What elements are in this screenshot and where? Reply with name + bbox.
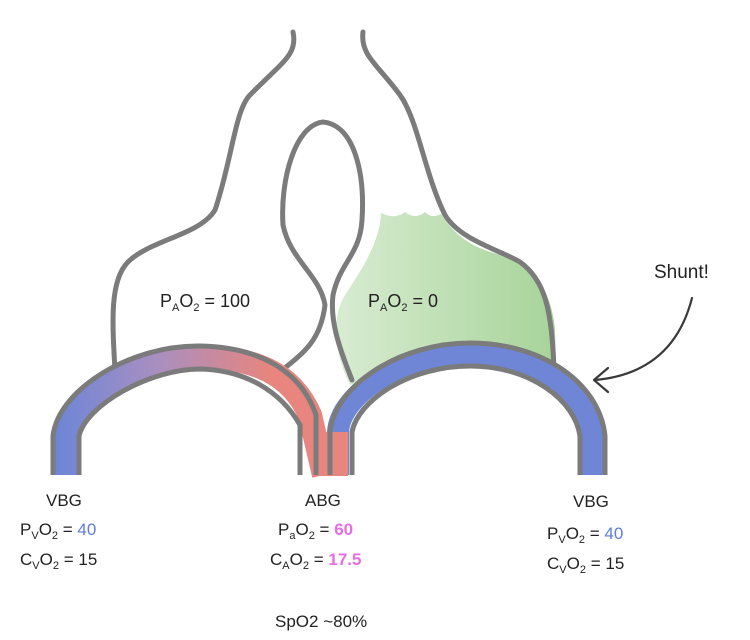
left-vbg-pvo2: PVO2 = 40 (20, 520, 96, 542)
right-vbg-title: VBG (573, 492, 609, 511)
right-vbg-cvo2: CVO2 = 15 (547, 554, 624, 576)
abg-pao2: PaO2 = 60 (278, 520, 353, 542)
airway-outline (110, 29, 297, 373)
shunt-arrowhead (592, 366, 610, 394)
abg-title: ABG (305, 491, 341, 510)
shunt-label: Shunt! (654, 262, 709, 283)
left-vbg-title: VBG (46, 491, 82, 510)
spo2-label: SpO2 ~80% (275, 612, 367, 631)
right-capillary (327, 342, 603, 475)
shunt-arrow (593, 296, 694, 382)
left-capillary (54, 343, 336, 478)
airway-outline-right (360, 29, 557, 373)
left-alveolus-label: PAO2 = 100 (160, 291, 250, 314)
right-capillary-outer-wall (327, 340, 608, 475)
abg-cao2: CAO2 = 17.5 (270, 550, 361, 572)
right-alveolus-label: PAO2 = 0 (368, 291, 438, 314)
right-vbg-pvo2: PVO2 = 40 (547, 524, 623, 546)
left-capillary-outer-wall (50, 343, 319, 475)
left-vbg-cvo2: CVO2 = 15 (20, 550, 97, 572)
right-capillary-inner-wall (349, 363, 583, 475)
central-septum (267, 119, 365, 383)
left-capillary-inner-wall (76, 366, 303, 475)
